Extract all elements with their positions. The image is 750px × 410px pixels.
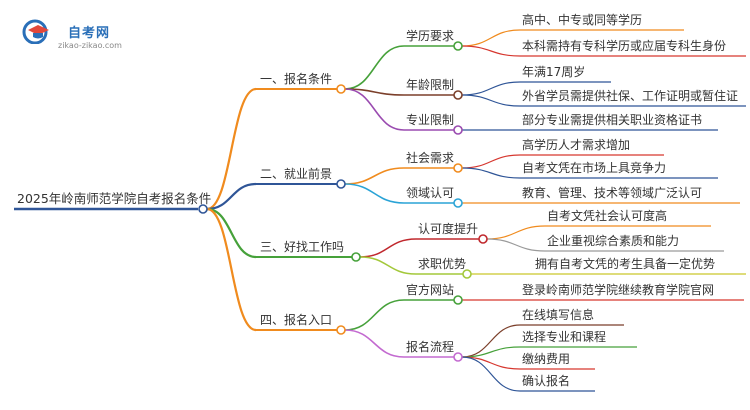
- leaf-topic: 选择专业和课程: [522, 330, 607, 344]
- leaf-topic: 企业重视综合素质和能力: [547, 234, 680, 248]
- leaf-topic: 在线填写信息: [522, 308, 595, 322]
- subtopic-node: [478, 234, 488, 244]
- subtopic-connector: [344, 167, 405, 185]
- subtopic-connector: [344, 329, 405, 358]
- subtopic-node: [453, 163, 463, 173]
- subtopic-node: [453, 41, 463, 51]
- logo-url: zikao-zikao.com: [58, 41, 122, 50]
- subtopic-node: [453, 352, 463, 362]
- subtopic: 官方网站: [406, 283, 455, 297]
- subtopic-node: [453, 125, 463, 135]
- leaf-topic: 外省学员需提供社保、工作证明或暂住证: [522, 89, 739, 103]
- leaf-connector: [486, 225, 546, 240]
- leaf-topic: 登录岭南师范学院继续教育学院官网: [522, 283, 715, 297]
- subtopic: 领域认可: [406, 186, 455, 200]
- leaf-connector: [461, 356, 521, 392]
- leaf-topic: 年满17周岁: [522, 65, 586, 79]
- leaf-topic: 缴纳费用: [522, 352, 571, 366]
- subtopic: 年龄限制: [406, 78, 455, 92]
- leaf-topic: 自考文凭社会认可度高: [547, 209, 668, 223]
- subtopic-connector: [344, 299, 405, 331]
- root-node: [198, 204, 208, 214]
- branch-topic: 四、报名入口: [260, 313, 333, 327]
- leaf-connector: [461, 81, 521, 96]
- subtopic-connector: [359, 256, 417, 275]
- subtopic: 学历要求: [406, 29, 455, 43]
- subtopic: 求职优势: [418, 257, 467, 271]
- subtopic: 社会需求: [406, 151, 455, 165]
- subtopic: 专业限制: [406, 113, 455, 127]
- leaf-topic: 本科需持有专科学历或应届专科生身份: [522, 39, 727, 53]
- branch-connector: [206, 207, 257, 259]
- leaf-connector: [461, 154, 521, 169]
- subtopic-connector: [344, 88, 405, 131]
- subtopic-connector: [344, 45, 405, 90]
- leaf-topic: 高中、中专或同等学历: [522, 13, 643, 27]
- subtopic-node: [453, 90, 463, 100]
- subtopic-connector: [344, 183, 405, 204]
- leaf-connector: [461, 94, 521, 107]
- branch-connector: [206, 182, 257, 211]
- subtopic: 认可度提升: [418, 222, 479, 236]
- branch-node: [336, 84, 346, 94]
- leaf-topic: 部分专业需提供相关职业资格证书: [522, 113, 703, 127]
- leaf-connector: [486, 238, 546, 252]
- branch-node: [336, 179, 346, 189]
- subtopic-node: [462, 269, 472, 279]
- subtopic: 报名流程: [406, 340, 455, 354]
- subtopic-connector: [359, 238, 417, 258]
- subtopic-node: [453, 295, 463, 305]
- subtopic-node: [453, 198, 463, 208]
- logo-title: 自考网: [68, 26, 111, 41]
- leaf-connector: [461, 29, 521, 47]
- branch-connector: [206, 87, 257, 211]
- leaf-topic: 高学历人才需求增加: [522, 138, 631, 152]
- branch-topic: 二、就业前景: [260, 167, 333, 181]
- branch-node: [351, 252, 361, 262]
- branch-topic: 一、报名条件: [260, 72, 333, 86]
- leaf-connector: [461, 45, 521, 57]
- graduation-cap-icon: [22, 19, 49, 44]
- root-topic: 2025年岭南师范学院自考报名条件: [17, 191, 212, 206]
- branch-node: [336, 325, 346, 335]
- leaf-topic: 确认报名: [522, 374, 571, 388]
- leaf-topic: 教育、管理、技术等领域广泛认可: [522, 186, 703, 200]
- branch-connector: [206, 207, 257, 332]
- leaf-topic: 拥有自考文凭的考生具备一定优势: [535, 257, 716, 271]
- leaf-topic: 自考文凭在市场上具竞争力: [522, 161, 667, 175]
- leaf-connector: [461, 167, 521, 179]
- branch-topic: 三、好找工作吗: [260, 240, 345, 254]
